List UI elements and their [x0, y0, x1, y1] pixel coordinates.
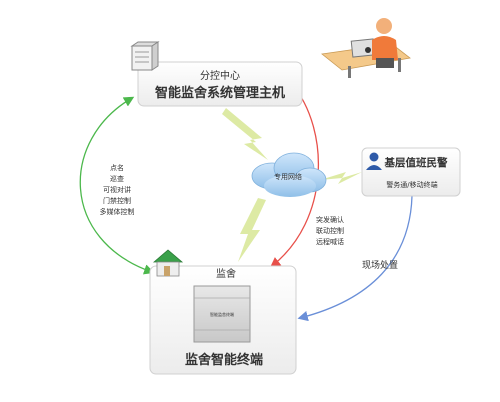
management-host-box: 分控中心 智能监舍系统管理主机	[137, 61, 303, 107]
host-title: 智能监舍系统管理主机	[155, 85, 285, 101]
private-network-cloud: 专用网络	[251, 152, 327, 197]
wireless-link-police	[320, 172, 362, 184]
wireless-link-bottom	[238, 198, 266, 262]
server-icon	[130, 41, 160, 71]
duty-police-box: 基层值班民警 警务通/移动终端	[361, 147, 461, 197]
left-label: 多媒体控制	[100, 207, 135, 216]
terminal-device-icon: 智能监舍终端	[193, 285, 251, 343]
police-subtitle: 警务通/移动终端	[386, 180, 437, 189]
control-arrow-green	[79, 96, 155, 275]
right-label: 联动控制	[316, 226, 344, 235]
cell-terminal-box: 监舍 智能监舍终端 监舍智能终端	[149, 265, 297, 375]
right-label-group: 突发确认 联动控制 远程喊话	[316, 215, 344, 246]
cloud-label: 专用网络	[274, 172, 302, 181]
left-label: 巡查	[110, 174, 124, 183]
cell-header: 监舍	[216, 267, 236, 280]
wireless-link-top	[222, 108, 268, 160]
device-label: 智能监舍终端	[210, 311, 234, 317]
left-label: 可视对讲	[103, 185, 131, 194]
police-title: 基层值班民警	[384, 156, 448, 169]
right-label: 突发确认	[316, 215, 344, 224]
terminal-title: 监舍智能终端	[185, 352, 263, 368]
operator-workstation-icon	[321, 18, 411, 78]
house-icon	[152, 249, 184, 277]
host-subtitle: 分控中心	[200, 69, 240, 82]
scene-label: 现场处置	[362, 259, 398, 271]
right-label: 远程喊话	[316, 237, 344, 246]
police-officer-icon	[366, 152, 382, 170]
left-label: 点名	[110, 163, 124, 172]
left-label-group: 点名 巡查 可视对讲 门禁控制 多媒体控制	[100, 163, 135, 216]
dispatch-arrow-blue	[297, 195, 413, 322]
left-label: 门禁控制	[103, 196, 131, 205]
